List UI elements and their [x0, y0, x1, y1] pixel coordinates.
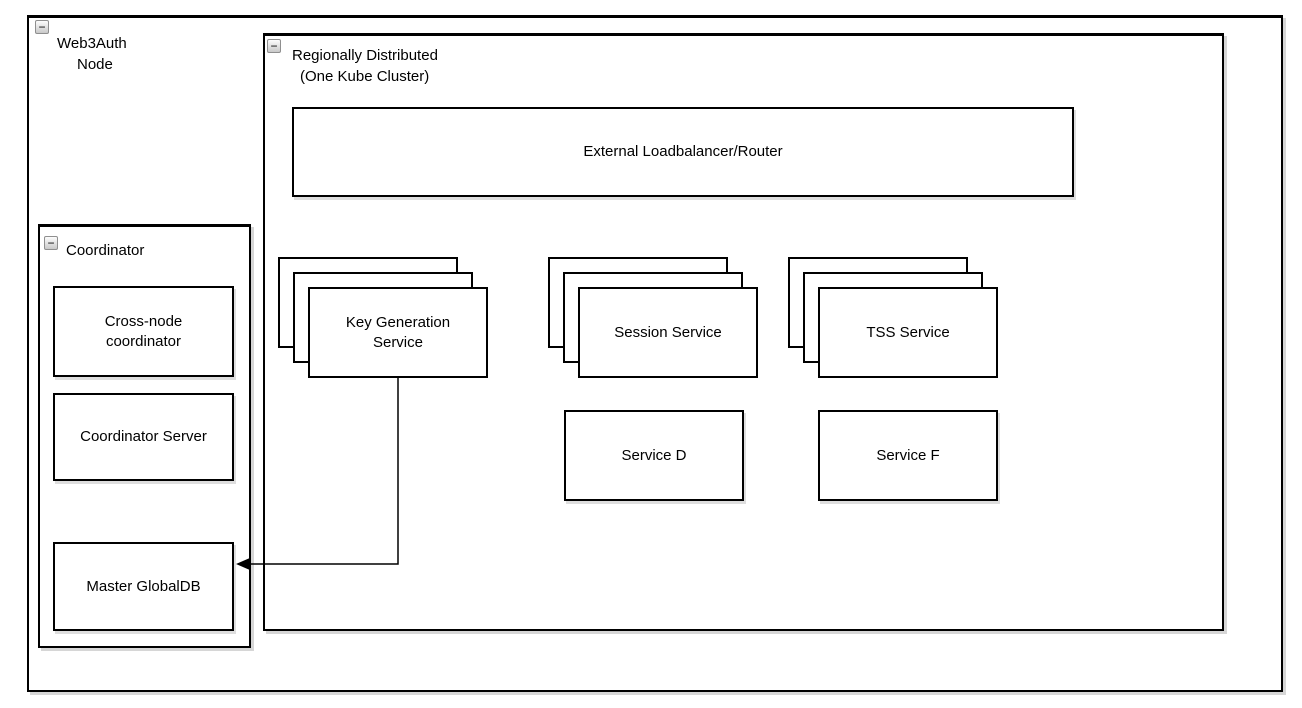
coordinator-server-label: Coordinator Server [80, 428, 207, 445]
cluster-title-line2: (One Kube Cluster) [300, 68, 430, 85]
master-globaldb-box[interactable]: Master GlobalDB [53, 542, 234, 631]
master-globaldb-label: Master GlobalDB [86, 577, 201, 595]
web3auth-title-line2: Node [77, 56, 113, 73]
coordinator-title: Coordinator [66, 242, 145, 259]
web3auth-title-line1: Web3Auth [57, 35, 127, 52]
regionally-distributed-title: Regionally Distributed (One Kube Cluster) [292, 45, 438, 87]
tss-service-label: TSS Service [866, 323, 950, 341]
collapse-icon[interactable]: − [35, 20, 49, 34]
crossnode-label-line2: coordinator [105, 332, 182, 350]
external-loadbalancer-box[interactable]: External Loadbalancer/Router [292, 107, 1074, 197]
service-d-label: Service D [621, 446, 687, 464]
cross-node-coordinator-label: Cross-node coordinator [105, 312, 183, 352]
keygen-label-line2: Service [372, 333, 423, 351]
cross-node-coordinator-box[interactable]: Cross-node coordinator [53, 286, 234, 377]
service-f-label: Service F [876, 446, 940, 464]
session-service-box[interactable]: Session Service [578, 287, 758, 378]
collapse-icon[interactable]: − [44, 236, 58, 250]
external-loadbalancer-label: External Loadbalancer/Router [583, 143, 783, 160]
keygen-label-line1: Key Generation [345, 313, 451, 331]
session-service-label: Session Service [614, 323, 722, 341]
minus-glyph: − [47, 236, 55, 250]
coordinator-server-box[interactable]: Coordinator Server [53, 393, 234, 481]
minus-glyph: − [38, 20, 46, 34]
collapse-icon[interactable]: − [267, 39, 281, 53]
crossnode-label-line1: Cross-node [104, 312, 183, 330]
service-f-box[interactable]: Service F [818, 410, 998, 501]
cluster-title-line1: Regionally Distributed [292, 47, 438, 64]
minus-glyph: − [270, 39, 278, 53]
service-d-box[interactable]: Service D [564, 410, 744, 501]
tss-service-box[interactable]: TSS Service [818, 287, 998, 378]
